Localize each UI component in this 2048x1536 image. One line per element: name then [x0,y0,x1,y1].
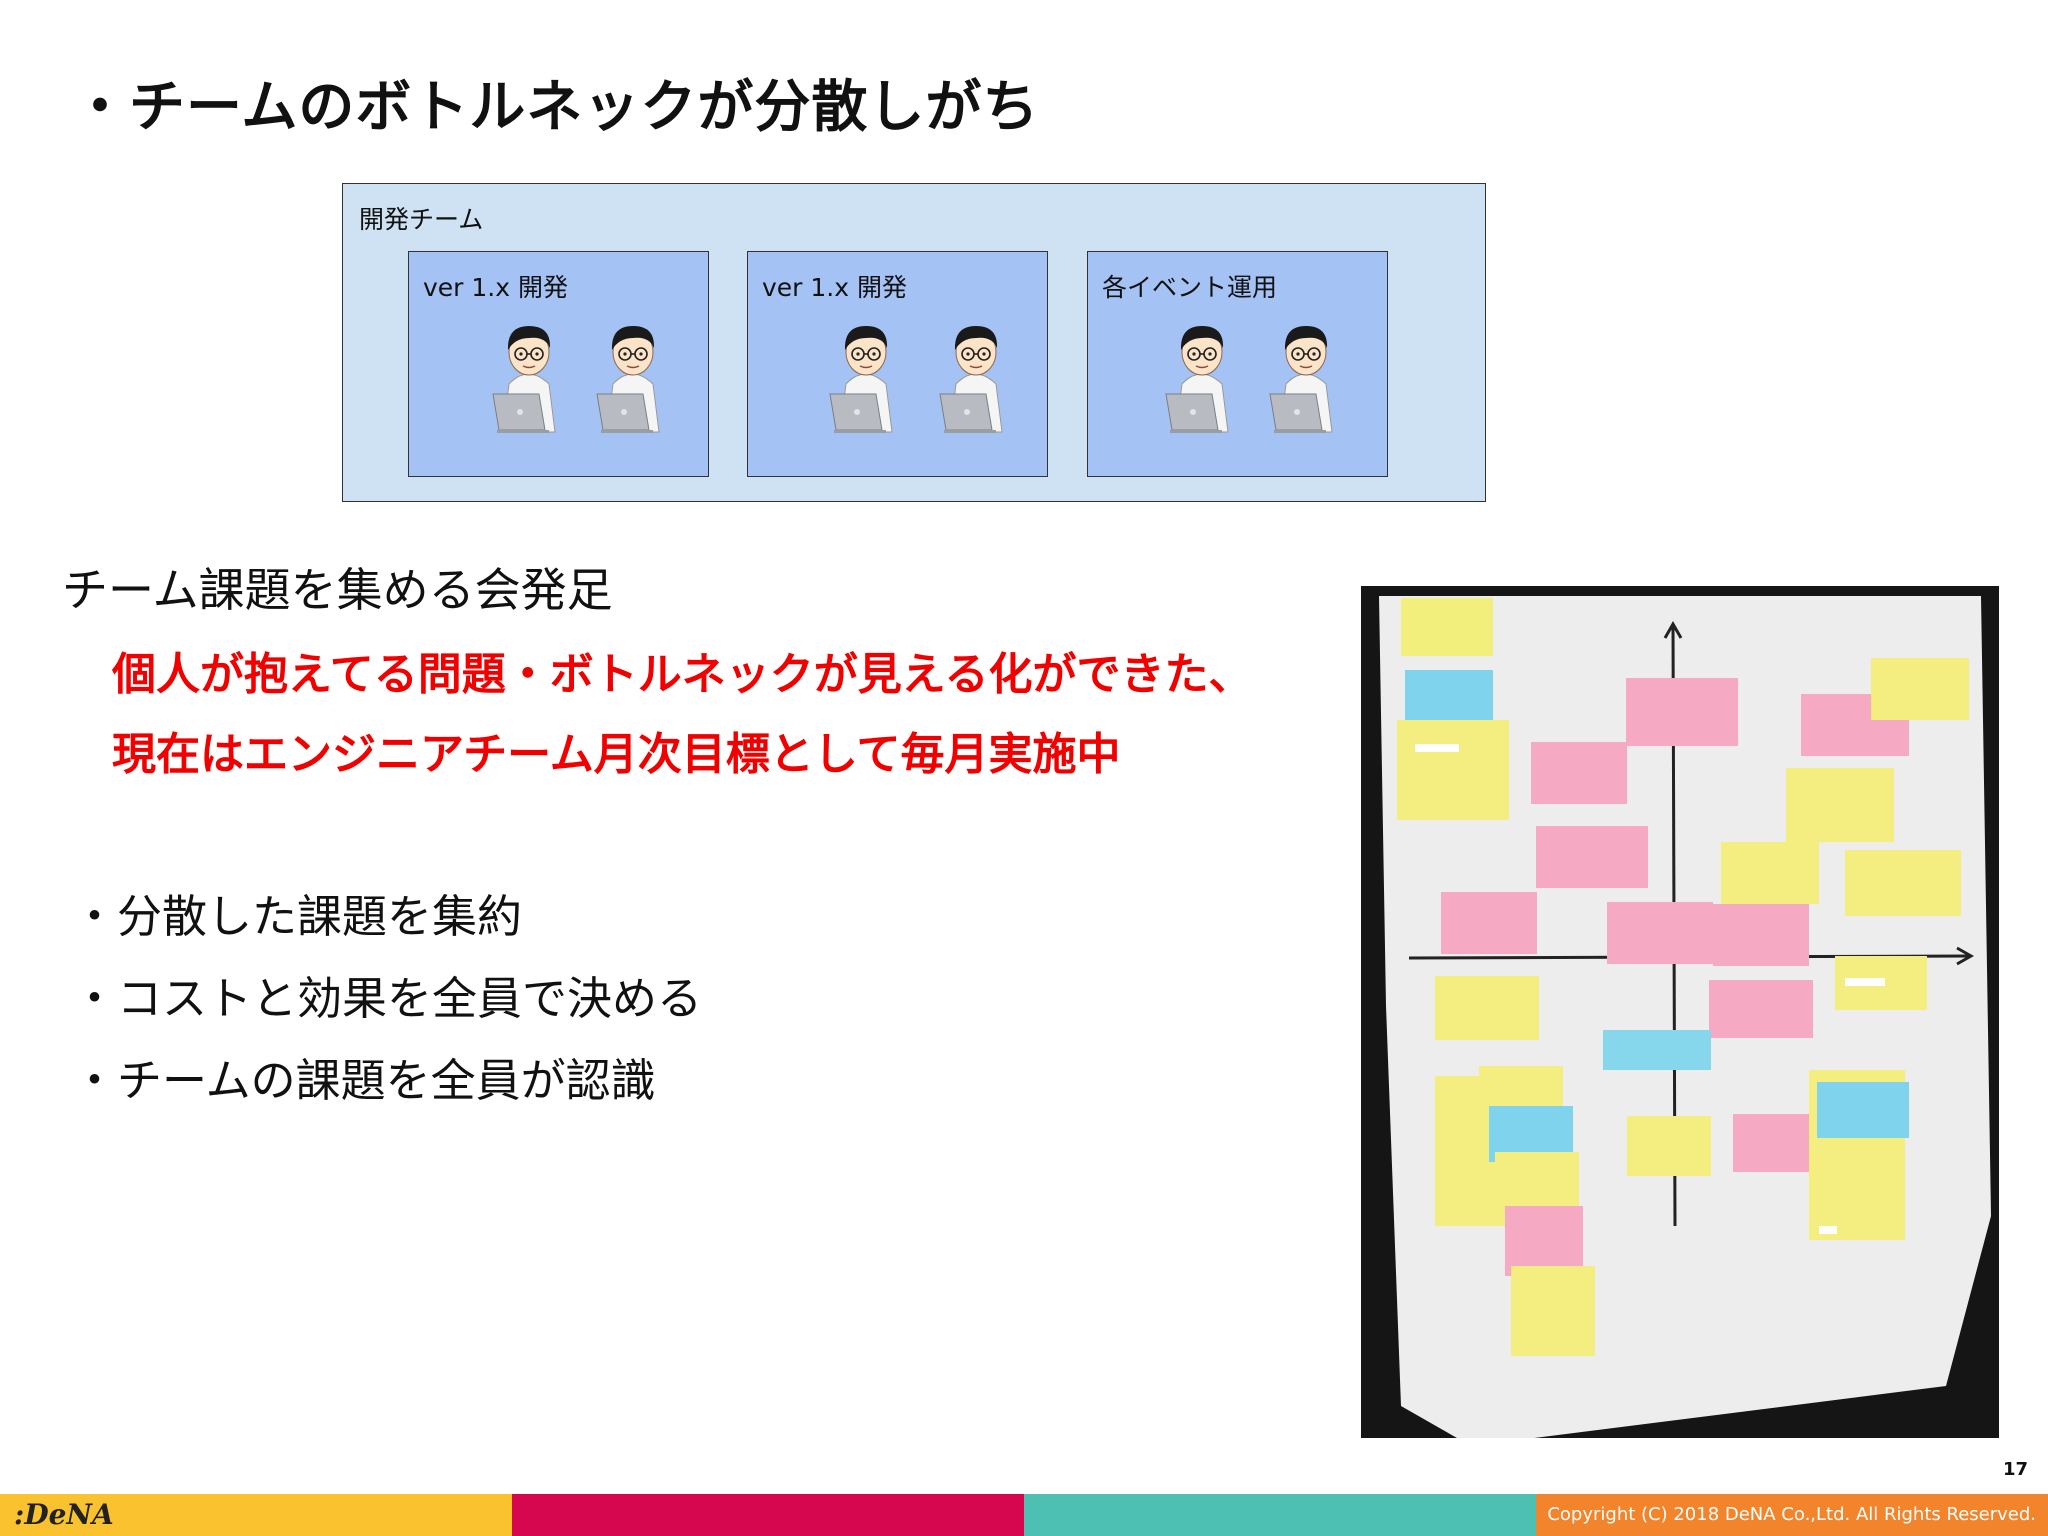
dev-team-label: 開発チーム [359,205,484,234]
highlight-line-2: 現在はエンジニアチーム月次目標として毎月実施中 [112,729,1121,780]
footer-bar: :DeNA Copyright (C) 2018 DeNA Co.,Ltd. A… [0,1494,2048,1536]
team-group-label: ver 1.x 開発 [423,273,568,302]
team-group-label: ver 1.x 開発 [762,273,907,302]
team-group-3: 各イベント運用 [1087,251,1388,477]
engineer-illustration [1165,325,1229,434]
slide-title: ・チームのボトルネックが分散しがち [72,75,1040,140]
highlight-line-1: 個人が抱えてる問題・ボトルネックが見える化ができた、 [112,649,1253,700]
footer-segment-teal [1024,1494,1536,1536]
engineer-illustration [829,325,893,434]
page-number: 17 [2002,1459,2028,1480]
engineer-illustration [939,325,1003,434]
footer-segment-red [512,1494,1024,1536]
copyright-text: Copyright (C) 2018 DeNA Co.,Ltd. All Rig… [1547,1504,2036,1525]
sticky-note-board-photo [1361,586,1999,1438]
engineer-illustration [1269,325,1333,434]
team-group-label: 各イベント運用 [1102,273,1278,302]
engineer-illustration [596,325,660,434]
bullet-item: ・分散した課題を集約 [72,890,523,943]
dena-logo: :DeNA [14,1498,114,1531]
whiteboard-image [1361,586,1999,1438]
bullet-item: ・コストと効果を全員で決める [72,972,703,1025]
footer-segment-yellow [0,1494,512,1536]
team-group-2: ver 1.x 開発 [747,251,1048,477]
footer-segment-orange [1536,1494,2048,1536]
bullet-item: ・チームの課題を全員が認識 [72,1054,656,1107]
dev-team-diagram: 開発チーム ver 1.x 開発 ver 1.x 開発 各イベント運用 [342,183,1486,502]
team-group-1: ver 1.x 開発 [408,251,709,477]
intro-text: チーム課題を集める会発足 [62,563,613,617]
engineer-illustration [492,325,556,434]
